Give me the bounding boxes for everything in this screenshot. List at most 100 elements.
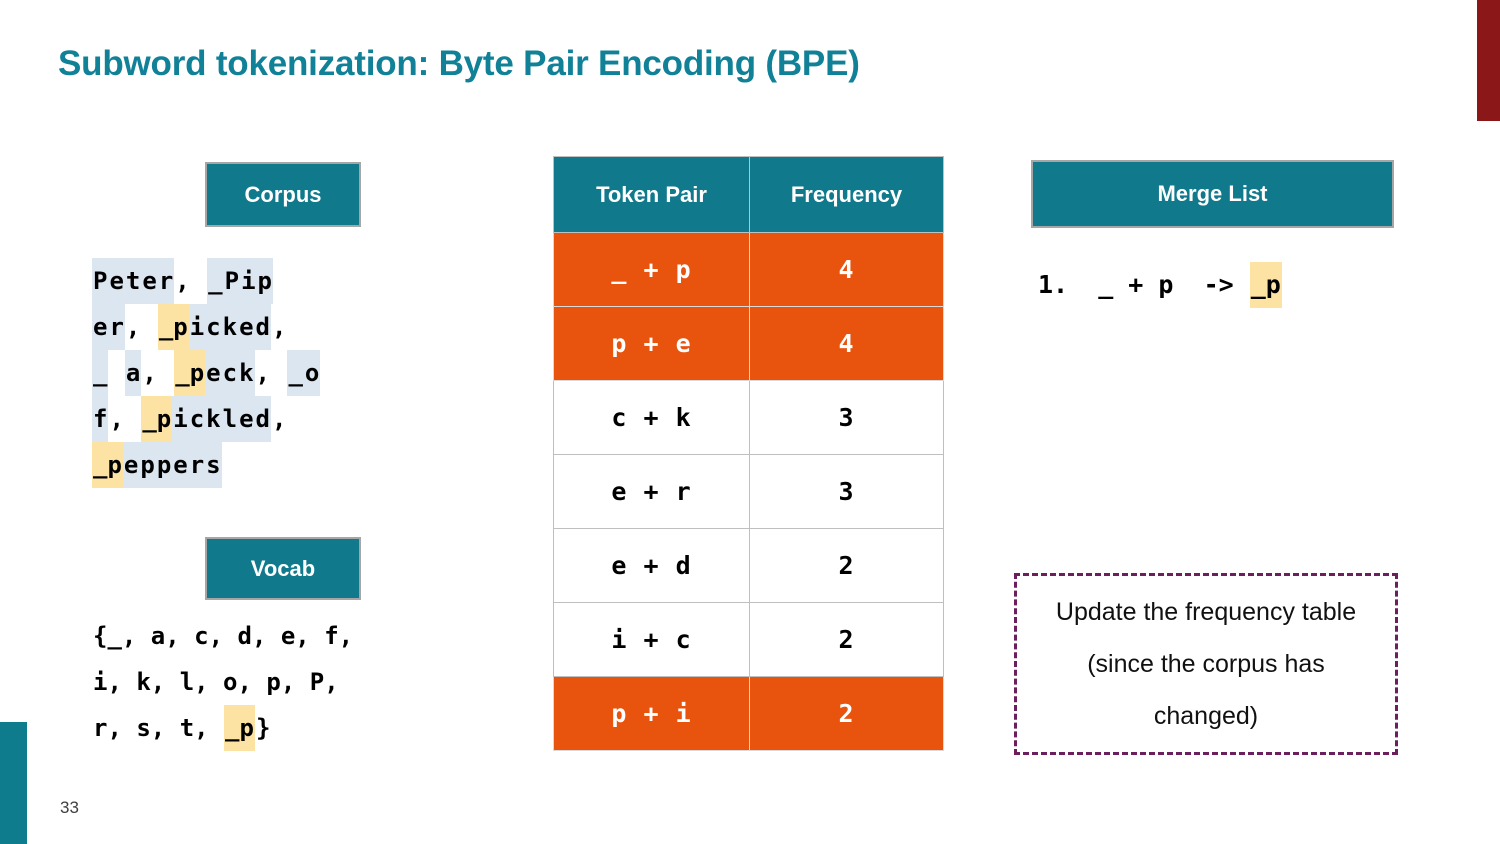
token: _	[92, 350, 109, 396]
token: i	[240, 258, 257, 304]
token: e	[238, 304, 255, 350]
token: c	[188, 396, 206, 442]
decorative-bar-bottom-left	[0, 722, 27, 844]
token: r	[188, 442, 206, 488]
cell-token-pair: e + r	[553, 454, 750, 529]
token: e	[92, 304, 109, 350]
token: c	[205, 304, 222, 350]
token: a	[124, 350, 142, 396]
token: p	[256, 258, 273, 304]
token: e	[172, 442, 189, 488]
token-separator: ,	[109, 405, 124, 433]
token-separator: ,	[175, 267, 190, 295]
token: s	[205, 442, 222, 488]
token-separator	[141, 304, 157, 350]
token-separator: ,	[271, 313, 287, 341]
token: k	[221, 304, 239, 350]
token-line: i, k, l, o, p, P,	[92, 659, 354, 705]
token-line: _ a, _peck, _o	[92, 350, 321, 396]
decorative-bar-top-right	[1477, 0, 1500, 121]
token: P	[223, 258, 241, 304]
token: e	[205, 350, 222, 396]
vocab-token-block: {_, a, c, d, e, f, i, k, l, o, p, P, r, s,…	[92, 613, 354, 751]
cell-frequency: 2	[749, 528, 944, 603]
token: e	[141, 258, 158, 304]
cell-token-pair: c + k	[553, 380, 750, 455]
token: d	[254, 396, 271, 442]
token: p	[139, 442, 156, 488]
token-separator: ,	[255, 359, 270, 387]
token-separator	[191, 258, 207, 304]
cell-frequency: 4	[749, 232, 944, 307]
cell-frequency: 3	[749, 454, 944, 529]
merge-list-header-label: Merge List	[1157, 181, 1268, 206]
page-title: Subword tokenization: Byte Pair Encoding…	[58, 44, 860, 83]
token-separator: ,	[125, 313, 141, 341]
frequency-table-header-row: Token Pair Frequency	[553, 156, 944, 233]
merged-token: _p	[92, 442, 123, 488]
cell-frequency: 2	[749, 602, 944, 677]
token-line: {_, a, c, d, e, f,	[92, 613, 354, 659]
merged-token: _p	[224, 705, 255, 751]
token: _	[287, 350, 304, 396]
column-header-frequency: Frequency	[749, 156, 944, 233]
merge-list-entries: 1. _ + p -> _p	[1037, 262, 1282, 308]
token-separator: {_, a, c, d, e, f,	[93, 622, 354, 650]
token: e	[122, 442, 140, 488]
token: i	[172, 396, 189, 442]
token-separator: }	[255, 714, 271, 742]
token: k	[238, 350, 255, 396]
token: o	[303, 350, 321, 396]
token-line: 1. _ + p -> _p	[1037, 262, 1282, 308]
page-number: 33	[60, 798, 79, 817]
merged-token: _p	[1249, 262, 1282, 308]
token-separator: r, s, t,	[93, 714, 224, 742]
token: p	[155, 442, 173, 488]
cell-frequency: 2	[749, 676, 944, 751]
token: e	[108, 258, 125, 304]
token-separator	[271, 350, 287, 396]
cell-token-pair: p + e	[553, 306, 750, 381]
merged-token: _p	[157, 304, 189, 350]
merged-token: _p	[174, 350, 206, 396]
corpus-header-chip: Corpus	[205, 162, 361, 227]
token-line: r, s, t, _p}	[92, 705, 354, 751]
token: _	[207, 258, 224, 304]
token: c	[221, 350, 239, 396]
corpus-header-label: Corpus	[244, 181, 322, 207]
token: f	[92, 396, 109, 442]
token-separator: 1. _ + p ->	[1038, 270, 1249, 299]
token-separator	[158, 350, 174, 396]
token: l	[221, 396, 239, 442]
cell-token-pair: _ + p	[553, 232, 750, 307]
token: r	[108, 304, 125, 350]
token-line: er, _picked,	[92, 304, 320, 350]
update-frequency-callout: Update the frequency table (since the co…	[1014, 573, 1398, 755]
cell-token-pair: i + c	[553, 602, 750, 677]
token-line: Peter, _Pip	[92, 258, 320, 304]
column-header-token-pair: Token Pair	[553, 156, 750, 233]
token-separator: i, k, l, o, p, P,	[93, 668, 339, 696]
token-separator: ,	[142, 359, 157, 387]
vocab-header-label: Vocab	[250, 555, 316, 581]
cell-token-pair: p + i	[553, 676, 750, 751]
token: i	[188, 304, 206, 350]
token: d	[254, 304, 271, 350]
merged-token: _p	[141, 396, 173, 442]
token-line: _peppers	[92, 442, 320, 488]
token-separator: ,	[271, 405, 287, 433]
token: e	[238, 396, 255, 442]
cell-frequency: 4	[749, 306, 944, 381]
vocab-header-chip: Vocab	[205, 537, 361, 600]
cell-frequency: 3	[749, 380, 944, 455]
